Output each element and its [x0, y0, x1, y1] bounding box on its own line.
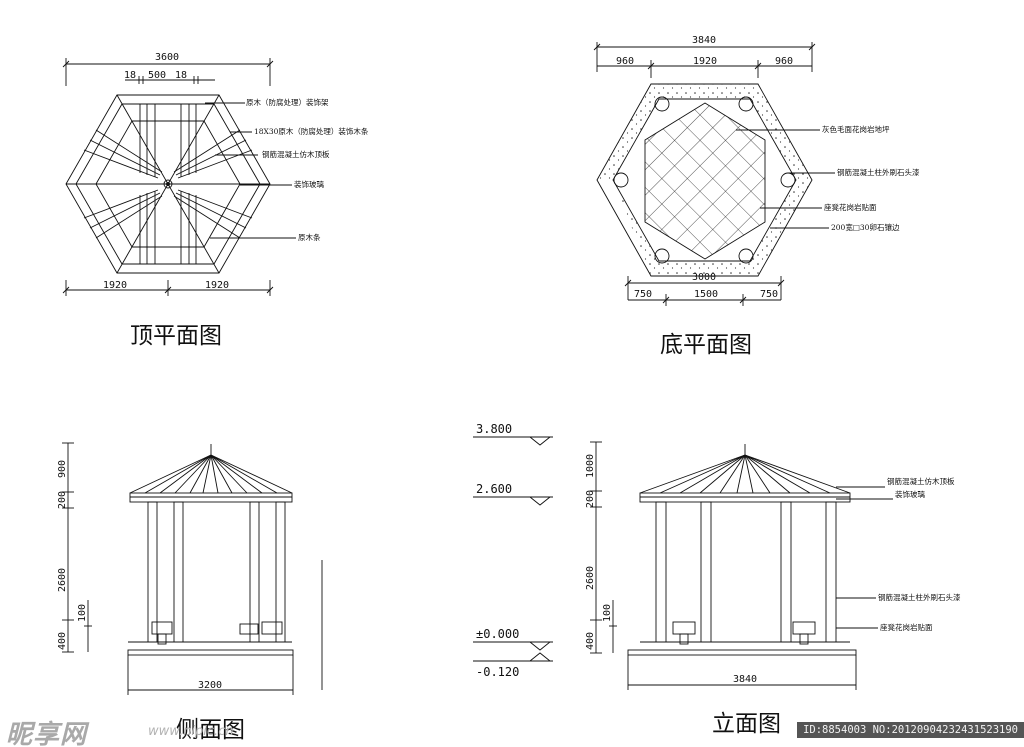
level-0000: ±0.000 — [476, 627, 519, 641]
level-2600: 2.600 — [476, 482, 512, 496]
level-minus-0120: -0.120 — [476, 665, 519, 679]
level-3800: 3.800 — [476, 422, 512, 436]
side-elevation — [62, 442, 323, 695]
bottom-plan-top-left: 960 — [616, 56, 634, 67]
bottom-plan-top-right: 960 — [775, 56, 793, 67]
watermark-logo: 昵享网 — [6, 720, 88, 747]
bottom-plan-bottom-mid: 1500 — [694, 289, 718, 300]
caption-front-elevation: 立面图 — [712, 711, 781, 737]
front-note-3: 钢筋混凝土柱外刷石头漆 — [878, 592, 961, 602]
caption-side-elevation: 侧面图 — [176, 717, 245, 743]
top-plan-note-3: 钢筋混凝土仿木顶板 — [262, 149, 330, 159]
caption-bottom-plan: 底平面图 — [660, 332, 752, 358]
bottom-plan-bottom-left: 750 — [634, 289, 652, 300]
top-plan-note-4: 装饰玻璃 — [294, 179, 324, 189]
bottom-plan-note-1: 灰色毛面花岗岩地坪 — [822, 124, 890, 134]
side-dim-plinth: 100 — [77, 604, 88, 622]
front-base-width: 3840 — [733, 674, 757, 685]
front-dim-fascia: 200 — [585, 490, 596, 508]
side-dim-roof: 900 — [57, 460, 68, 478]
bottom-plan-note-2: 钢筋混凝土柱外刷石头漆 — [837, 167, 920, 177]
bottom-plan — [593, 42, 835, 306]
top-plan-half-left: 1920 — [103, 280, 127, 291]
front-dim-column: 2600 — [585, 566, 596, 590]
side-dim-bench: 400 — [57, 632, 68, 650]
top-plan-note-2: 18X30原木（防腐处理）装饰木条 — [254, 126, 369, 136]
top-plan-note-1: 原木（防腐处理）装饰架 — [246, 97, 329, 107]
caption-top-plan: 顶平面图 — [130, 323, 222, 349]
watermark-site: www.nipic.cn — [148, 724, 234, 739]
side-base-width: 3200 — [198, 680, 222, 691]
top-plan — [62, 58, 296, 296]
front-dim-plinth: 100 — [602, 604, 613, 622]
top-plan-split-right: 18 — [175, 70, 187, 81]
top-plan-half-right: 1920 — [205, 280, 229, 291]
bottom-plan-top-mid: 1920 — [693, 56, 717, 67]
front-dim-bench: 400 — [585, 632, 596, 650]
top-plan-split-left: 18 — [124, 70, 136, 81]
top-plan-split-mid: 500 — [148, 70, 166, 81]
front-elevation — [473, 436, 893, 690]
bottom-plan-width: 3840 — [692, 35, 716, 46]
side-dim-fascia: 200 — [57, 491, 68, 509]
bottom-plan-bottom-right: 750 — [760, 289, 778, 300]
bottom-plan-inner-width: 3000 — [692, 272, 716, 283]
front-note-4: 座凳花岗岩贴面 — [880, 622, 933, 632]
front-note-2: 装饰玻璃 — [895, 489, 925, 499]
side-dim-column: 2600 — [57, 568, 68, 592]
bottom-plan-note-4: 200宽□30卵石镶边 — [831, 222, 900, 232]
top-plan-width: 3600 — [155, 52, 179, 63]
bottom-plan-note-3: 座凳花岗岩贴面 — [824, 202, 877, 212]
top-plan-note-5: 原木条 — [298, 232, 321, 242]
watermark-id: ID:8854003 NO:20120904232431523190 — [797, 722, 1024, 738]
front-note-1: 钢筋混凝土仿木顶板 — [887, 476, 955, 486]
front-dim-roof: 1000 — [585, 454, 596, 478]
